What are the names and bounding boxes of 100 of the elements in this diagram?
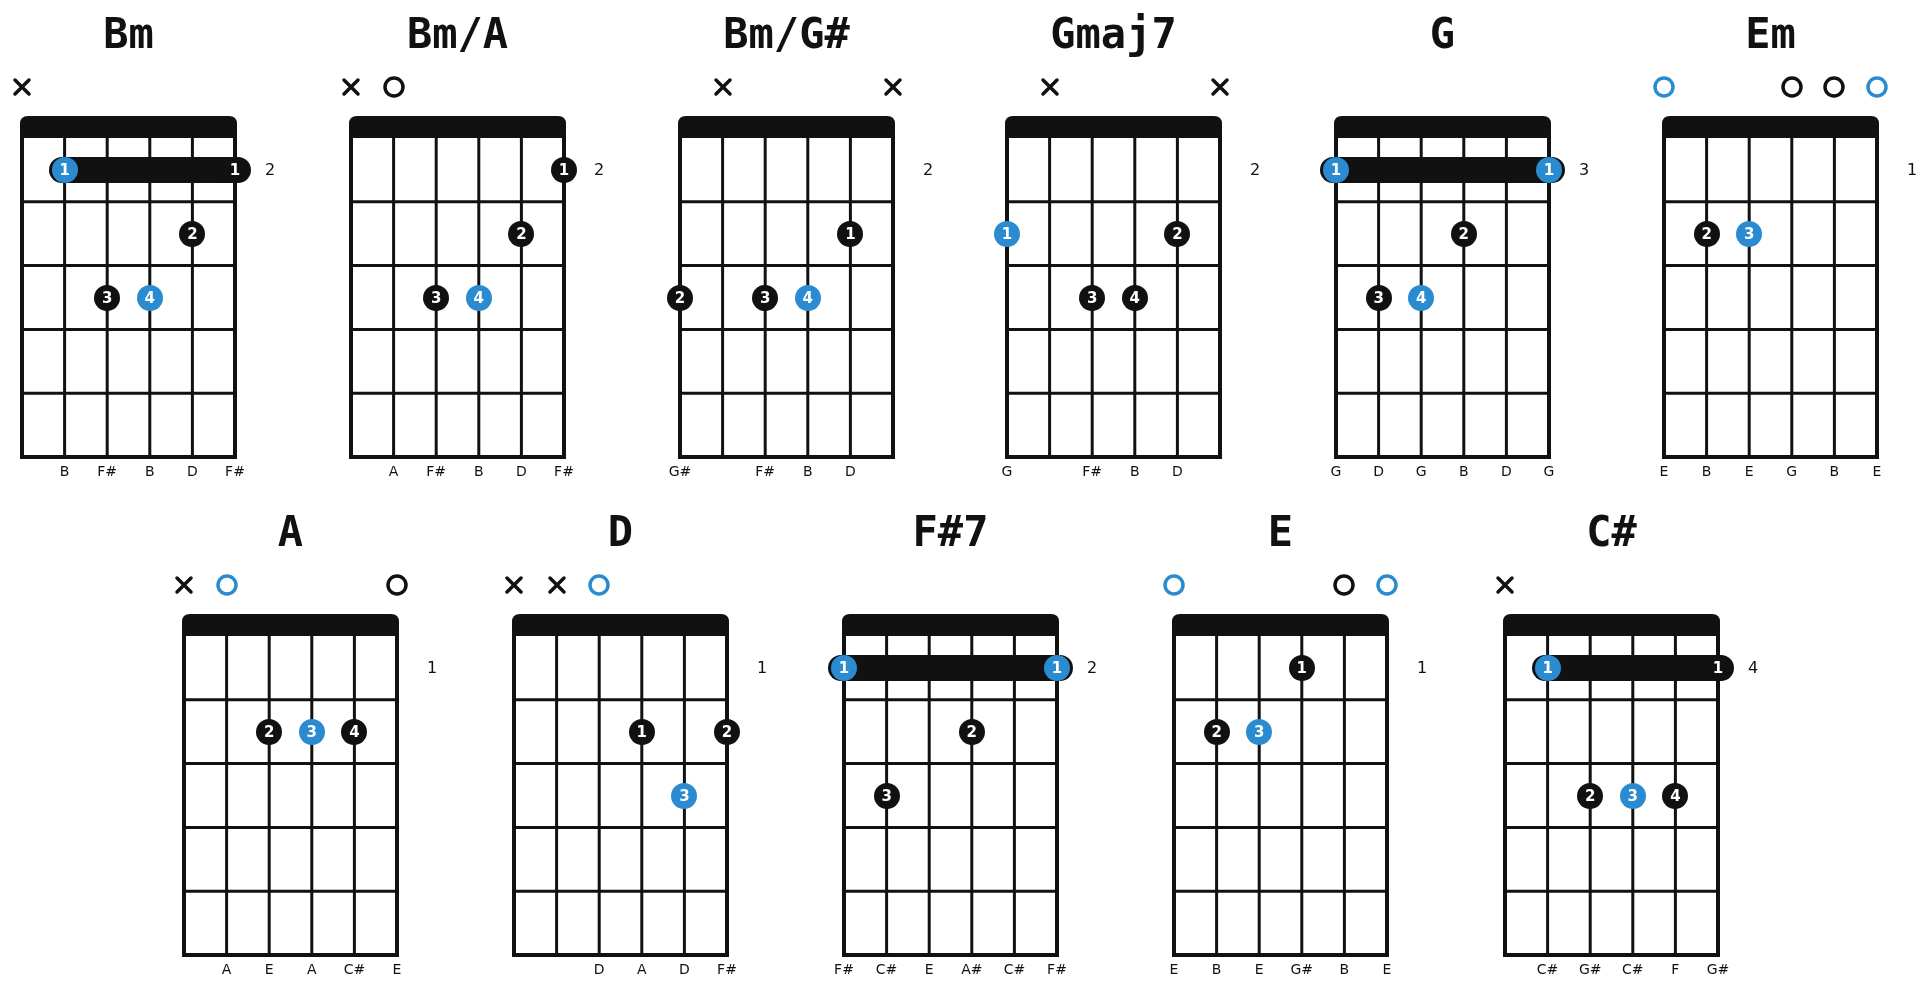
finger-dot: 3	[298, 718, 325, 745]
note-name: F	[1671, 961, 1680, 977]
note-name: G	[1001, 463, 1013, 479]
finger-dot: 2	[508, 220, 535, 247]
finger-dot: 2	[1164, 220, 1191, 247]
chord-name: F#7	[912, 507, 989, 557]
note-name: D	[516, 463, 527, 479]
note-name: D	[187, 463, 198, 479]
chord-name: Em	[1745, 9, 1796, 59]
chord-name: D	[607, 507, 634, 557]
note-name: C#	[1536, 961, 1559, 977]
note-name: G	[1330, 463, 1342, 479]
finger-dot: 4	[136, 284, 163, 311]
fret-number: 2	[1087, 658, 1098, 677]
note-name: B	[1339, 961, 1350, 977]
note-name: C#	[875, 961, 898, 977]
finger-dot: 2	[667, 284, 693, 311]
note-name: F#	[426, 463, 447, 479]
finger-dot: 1	[1044, 654, 1070, 681]
note-name: B	[1701, 463, 1712, 479]
finger-dot: 4	[794, 284, 821, 311]
note-name: B	[145, 463, 155, 479]
fret-number: 2	[594, 160, 605, 179]
chord-name: Bm	[103, 9, 154, 59]
note-name: F#	[1047, 961, 1067, 977]
finger-dot: 2	[256, 718, 283, 745]
note-name: G#	[1706, 961, 1730, 977]
finger-dot: 1	[1288, 654, 1315, 681]
finger-dot: 4	[1121, 284, 1148, 311]
note-name: E	[1254, 961, 1264, 977]
chord-name: G	[1429, 9, 1456, 59]
finger-dot: 3	[752, 284, 779, 311]
note-name: B	[803, 463, 813, 479]
finger-dot: 2	[179, 220, 206, 247]
finger-dot: 1	[1536, 156, 1562, 183]
finger-dot: 1	[51, 156, 78, 183]
fret-number: 2	[265, 160, 276, 179]
note-name: D	[593, 961, 605, 977]
note-name: D	[1501, 463, 1512, 479]
finger-dot: 3	[423, 284, 450, 311]
note-name: G#	[1290, 961, 1314, 977]
note-name: E	[264, 961, 274, 977]
finger-dot: 3	[1079, 284, 1106, 311]
finger-dot: 3	[873, 782, 900, 809]
fret-number: 1	[427, 658, 438, 677]
note-name: B	[1829, 463, 1840, 479]
note-name: G	[1415, 463, 1427, 479]
note-name: F#	[554, 463, 574, 479]
finger-dot: 2	[1203, 718, 1230, 745]
finger-dot: 4	[1408, 284, 1435, 311]
fret-number: 2	[1250, 160, 1261, 179]
chord-name: A	[277, 507, 304, 557]
note-name: F#	[97, 463, 118, 479]
finger-dot: 2	[958, 718, 985, 745]
finger-dot: 1	[831, 654, 857, 681]
fret-number: 4	[1748, 658, 1759, 677]
note-name: F#	[225, 463, 245, 479]
finger-dot: 4	[341, 718, 368, 745]
note-name: E	[1872, 463, 1882, 479]
finger-dot: 3	[671, 782, 698, 809]
finger-dot: 4	[1662, 782, 1689, 809]
fret-number: 1	[757, 658, 768, 677]
note-name: G	[1543, 463, 1555, 479]
note-name: F#	[755, 463, 776, 479]
note-name: A#	[961, 961, 983, 977]
note-name: A	[388, 463, 399, 479]
note-name: D	[679, 961, 690, 977]
note-name: A	[637, 961, 647, 977]
finger-dot: 3	[1619, 782, 1646, 809]
finger-dot: 3	[1365, 284, 1392, 311]
note-name: C#	[1622, 961, 1644, 977]
note-name: E	[1659, 463, 1669, 479]
note-name: F#	[834, 961, 854, 977]
note-name: E	[392, 961, 402, 977]
note-name: E	[1382, 961, 1392, 977]
note-name: B	[59, 463, 70, 479]
finger-dot: 2	[1577, 782, 1604, 809]
note-name: F#	[1082, 463, 1103, 479]
finger-dot: 1	[837, 220, 864, 247]
fret-number: 2	[923, 160, 934, 179]
note-name: B	[1211, 961, 1222, 977]
note-name: D	[1373, 463, 1384, 479]
note-name: A	[221, 961, 232, 977]
finger-dot: 2	[714, 718, 740, 745]
fret-number: 1	[1417, 658, 1428, 677]
chord-name: Bm/A	[406, 9, 509, 59]
note-name: G#	[1578, 961, 1602, 977]
finger-dot: 3	[1736, 220, 1763, 247]
note-name: E	[1744, 463, 1754, 479]
note-name: D	[1172, 463, 1183, 479]
note-name: C#	[1003, 961, 1026, 977]
note-name: C#	[343, 961, 366, 977]
note-name: E	[1169, 961, 1179, 977]
finger-dot: 3	[1246, 718, 1273, 745]
note-name: G	[1786, 463, 1798, 479]
fret-number: 3	[1579, 160, 1590, 179]
note-name: B	[1130, 463, 1140, 479]
finger-dot: 4	[465, 284, 492, 311]
chord-name: Bm/G#	[723, 9, 850, 59]
chord-name: E	[1267, 507, 1294, 557]
